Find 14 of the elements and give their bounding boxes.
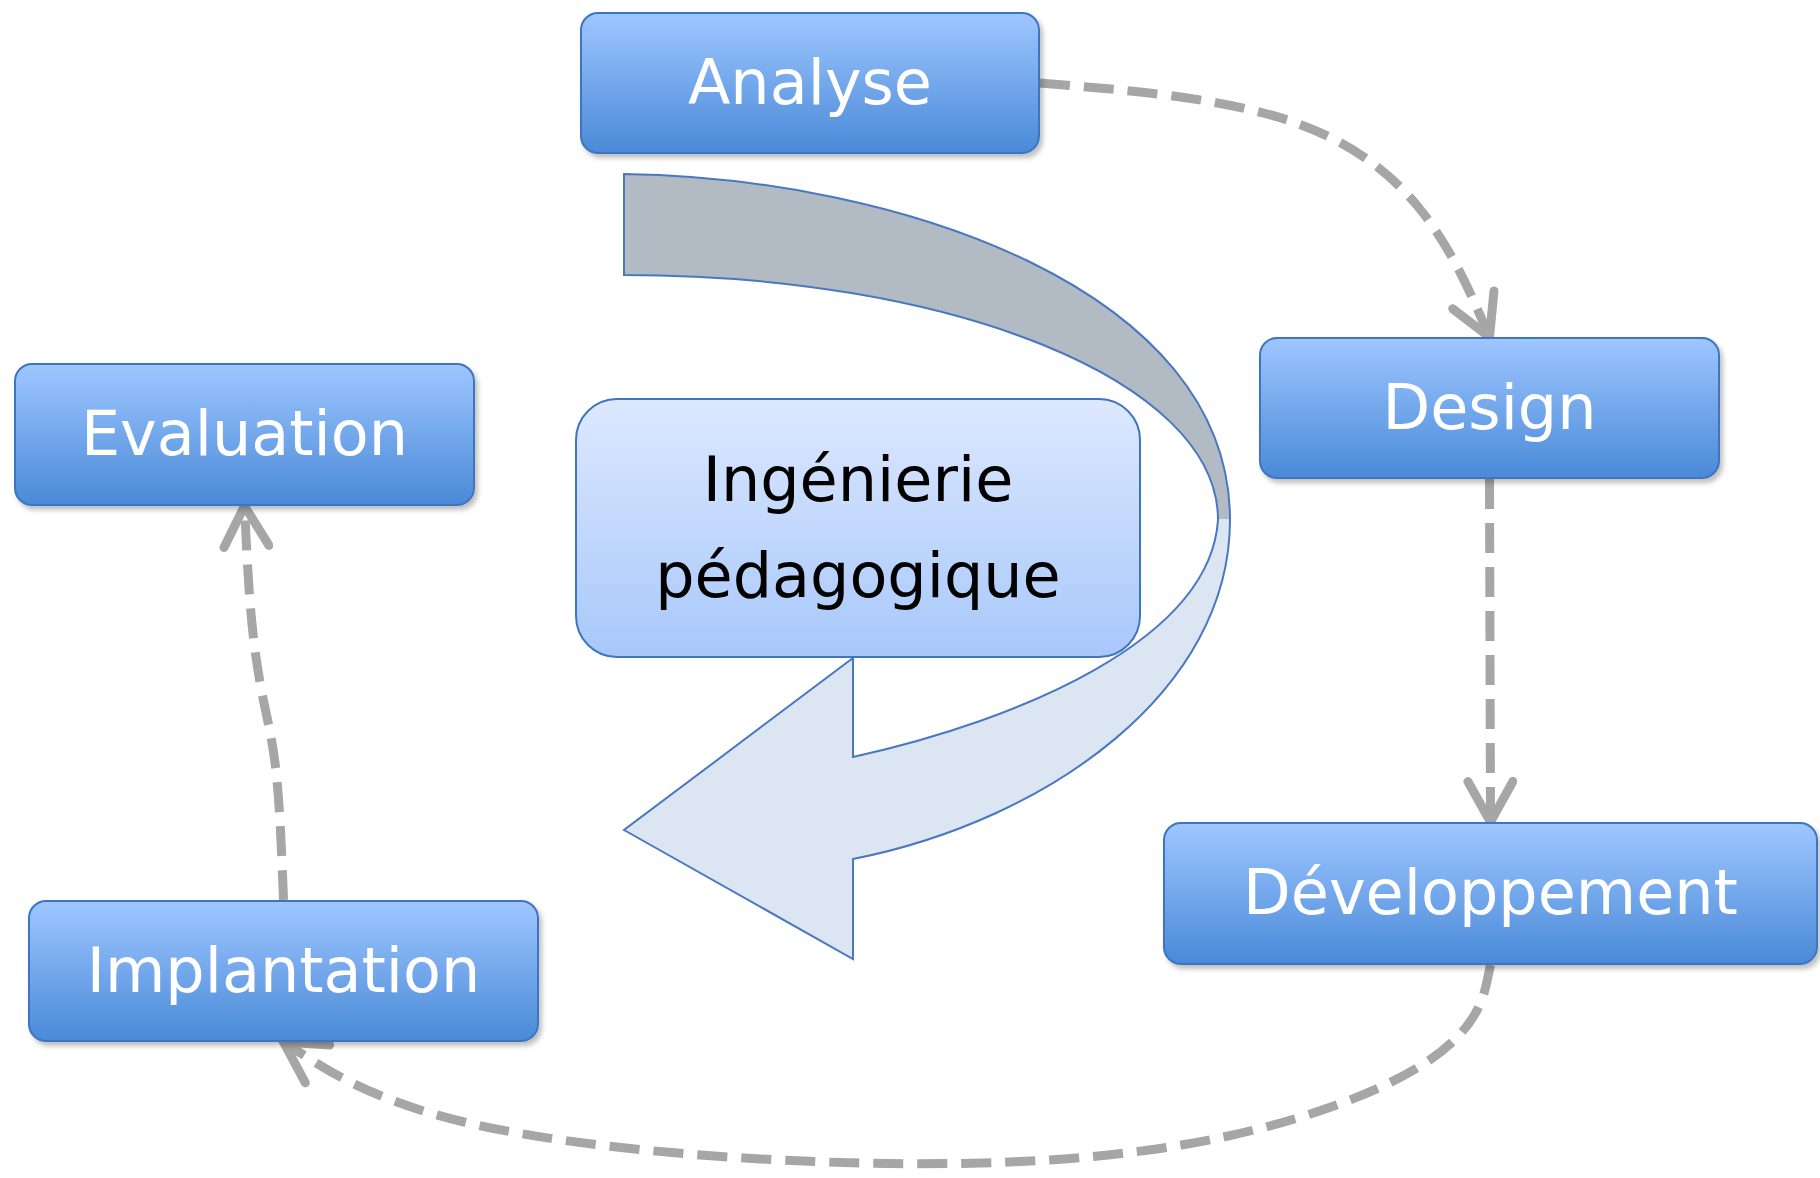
- process-box: [14, 363, 475, 506]
- process-box: [28, 900, 539, 1042]
- process-box: [1259, 337, 1720, 479]
- node-label: Design: [1382, 373, 1597, 443]
- node-label: Ingénierie pédagogique: [654, 441, 1062, 614]
- process-box: [580, 12, 1040, 154]
- curved-arrow-shape: [622, 172, 1234, 962]
- node-label: Implantation: [86, 936, 481, 1006]
- node-label: Développement: [1243, 859, 1738, 928]
- process-box: [1163, 822, 1818, 965]
- node-label: Analyse: [687, 48, 933, 118]
- dashed-arrow: [279, 964, 1495, 1169]
- node-label: Evaluation: [80, 400, 409, 469]
- title-box: [575, 398, 1141, 658]
